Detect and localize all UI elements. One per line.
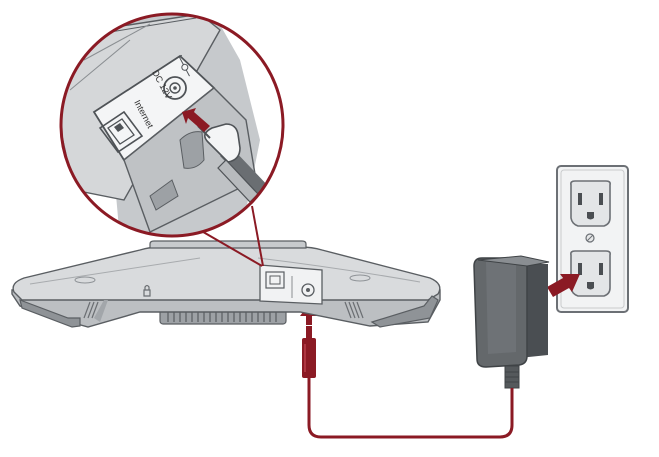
device-port-panel xyxy=(259,264,323,305)
lower-socket xyxy=(570,250,611,297)
polarity-symbol-icon xyxy=(176,54,190,77)
ethernet-port-icon xyxy=(98,110,144,154)
callout-leader-right xyxy=(251,205,264,267)
lock-slot-icon xyxy=(143,284,151,297)
power-adapter xyxy=(473,255,550,389)
power-plug-icon xyxy=(302,326,316,378)
dc-power-port-icon xyxy=(163,76,187,100)
wall-outlet xyxy=(556,165,629,313)
power-cable xyxy=(307,375,514,439)
speakerphone-device xyxy=(11,240,441,328)
insert-arrow-icon xyxy=(547,274,580,297)
port-callout: Internet DC 12V xyxy=(59,12,285,238)
insert-arrow-icon xyxy=(182,108,210,132)
upper-socket xyxy=(570,180,611,227)
